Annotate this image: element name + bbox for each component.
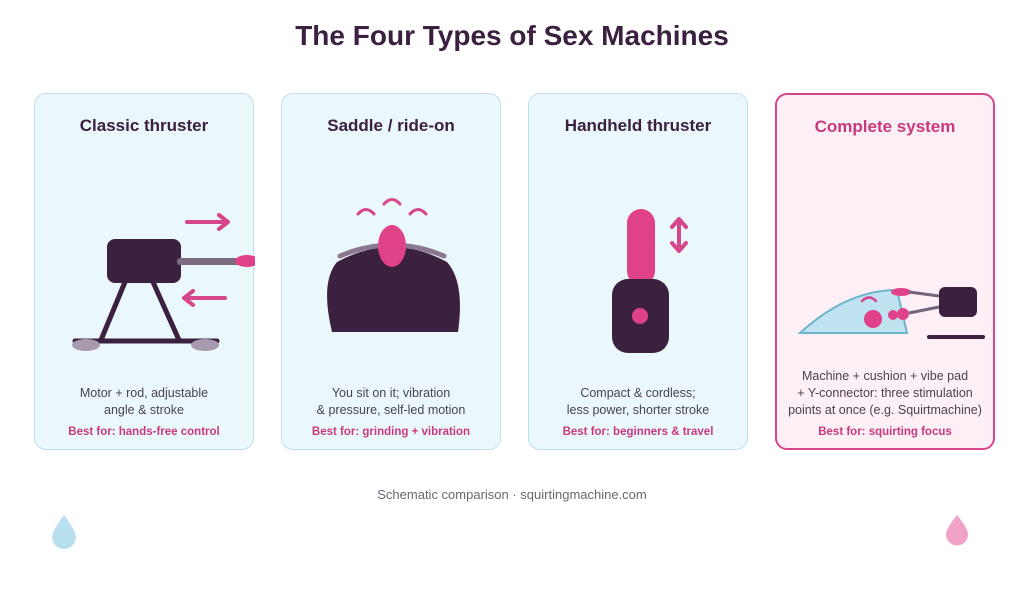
attachment-icon xyxy=(378,225,406,267)
vibe-pad-icon xyxy=(864,310,882,328)
card-title: Handheld thruster xyxy=(564,116,712,135)
classic-thruster-illustration xyxy=(72,213,255,351)
button-icon xyxy=(632,308,648,324)
card-description: Compact & cordless; less power, shorter … xyxy=(566,386,710,417)
attachment-dot-1 xyxy=(888,310,898,320)
best-for-label: Best for: grinding + vibration xyxy=(311,426,471,438)
card-handheld: Handheld thruster Compact & cordless; le… xyxy=(528,93,748,450)
card-classic-thruster: Classic thruster Motor + rod, adjustable… xyxy=(34,93,255,450)
up-down-arrow-icon xyxy=(670,217,688,253)
handheld-illustration xyxy=(612,209,688,353)
y-connector-icon xyxy=(908,290,940,315)
complete-system-illustration xyxy=(797,287,985,339)
attachment-tip-icon xyxy=(235,255,255,267)
best-for-label: Best for: beginners & travel xyxy=(562,426,714,438)
arrow-left-icon xyxy=(182,289,227,307)
arrow-right-icon xyxy=(185,213,230,231)
water-drop-icon xyxy=(946,515,968,546)
footer-caption: Schematic comparison · squirtingmachine.… xyxy=(377,487,647,502)
card-description: Machine + cushion + vibe pad + Y-connect… xyxy=(788,369,982,417)
card-description: You sit on it; vibration & pressure, sel… xyxy=(316,386,466,417)
saddle-illustration xyxy=(327,198,460,332)
best-for-label: Best for: squirting focus xyxy=(818,426,952,438)
card-title: Complete system xyxy=(814,117,956,136)
attachment-tip-icon xyxy=(891,288,911,296)
saddle-body-icon xyxy=(327,247,460,332)
card-complete-system: Complete system Machine + cushion + vibe… xyxy=(775,93,995,450)
rod-icon xyxy=(177,258,241,265)
card-saddle: Saddle / ride-on You sit on it; vibratio… xyxy=(281,93,501,450)
water-drop-icon xyxy=(52,515,76,549)
smile-mark-icon xyxy=(860,296,878,303)
shaft-icon xyxy=(627,209,655,285)
card-title: Classic thruster xyxy=(79,116,209,135)
machine-icon xyxy=(939,287,977,317)
stand-icon xyxy=(72,279,220,344)
page-title: The Four Types of Sex Machines xyxy=(295,20,729,51)
best-for-label: Best for: hands-free control xyxy=(68,426,220,438)
foot-pad-left xyxy=(72,339,100,351)
vibration-waves-icon xyxy=(356,198,428,216)
motor-icon xyxy=(107,239,181,283)
foot-pad-right xyxy=(191,339,219,351)
card-title: Saddle / ride-on xyxy=(327,116,455,135)
attachment-dot-2 xyxy=(897,308,909,320)
card-description: Motor + rod, adjustable angle & stroke xyxy=(79,386,209,417)
